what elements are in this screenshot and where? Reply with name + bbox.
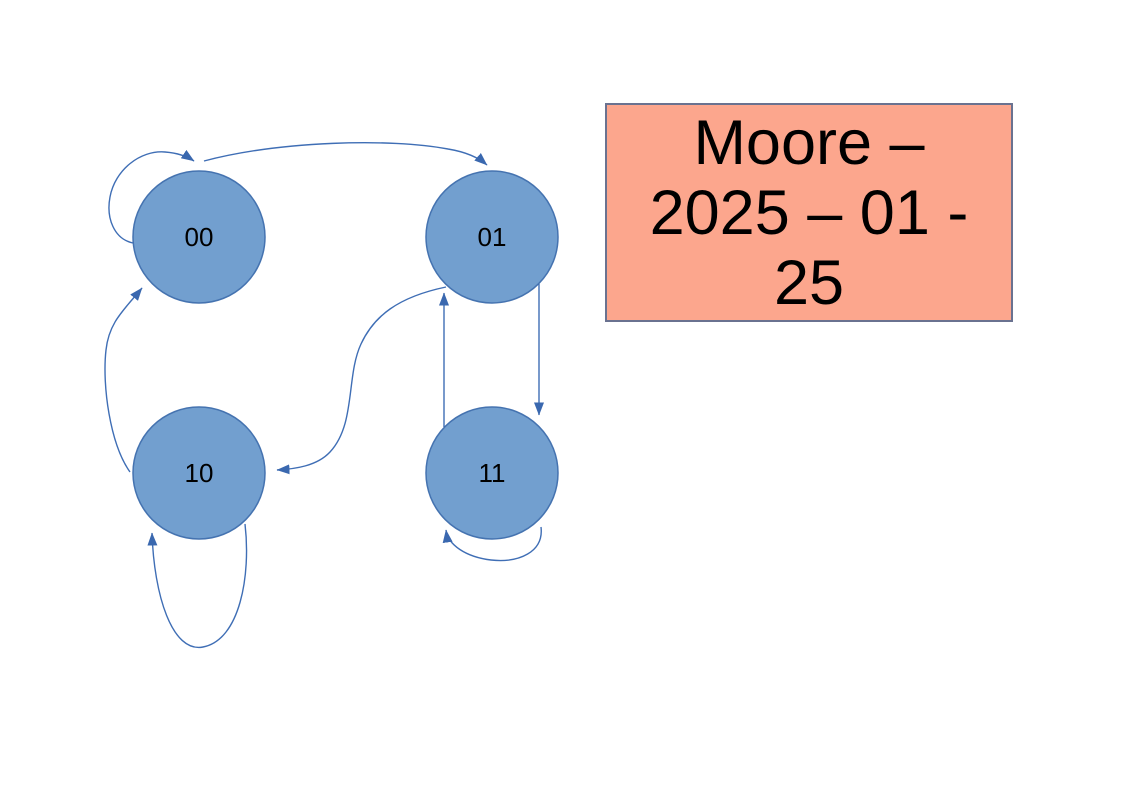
title-line: 25 (773, 247, 845, 318)
state-node-11 (425, 406, 559, 540)
state-label-00: 00 (185, 222, 214, 252)
state-node-00 (132, 170, 266, 304)
transition-self-loop-11 (442, 526, 542, 562)
transition-self-loop-10 (147, 523, 248, 648)
title-line: 2025 – 01 - (649, 177, 969, 248)
transition-10-to-00 (104, 287, 143, 473)
title-line: Moore – (693, 107, 925, 178)
transition-self-loop-00 (108, 149, 195, 244)
state-label-01: 01 (478, 222, 507, 252)
state-node-01 (425, 170, 559, 304)
title-box: Moore – 2025 – 01 - 25 (605, 103, 1013, 322)
transition-00-to-01 (203, 141, 488, 166)
state-label-11: 11 (479, 458, 506, 488)
state-label-10: 10 (185, 458, 214, 488)
transition-01-to-10 (276, 286, 447, 475)
state-node-10 (132, 406, 266, 540)
